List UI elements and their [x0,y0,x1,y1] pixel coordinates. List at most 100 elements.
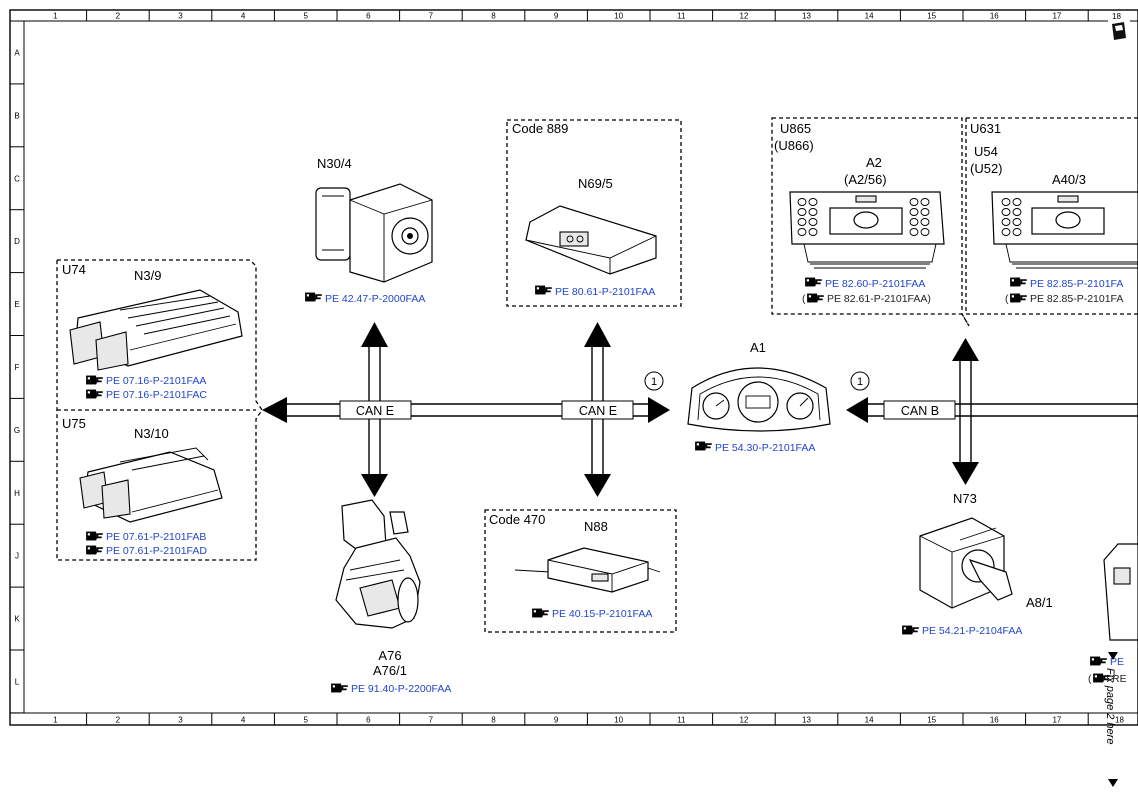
arrow-left-icon [262,397,287,423]
connection-marker: 1 [857,376,863,388]
reference-link[interactable]: PE 42.47-P-2000FAA [325,293,425,305]
component-label: N73 [953,491,977,506]
component-a76[interactable]: A76 A76/1 PE 91.40-P-2200FAA [331,499,451,695]
column-number: 13 [802,716,811,725]
arrow-right-icon [648,397,670,423]
column-number: 5 [303,12,308,21]
component-edge-partial: PE ( RE [1088,543,1138,685]
reference-link[interactable]: RE [1112,673,1127,685]
telematics-module-icon [525,205,657,275]
reference-link[interactable]: PE 07.16-P-2101FAA [106,375,206,387]
component-n88[interactable]: Code 470 N88 PE 40.15-P-2101FAA [484,509,677,633]
can-e-label: CAN E [579,404,617,418]
reference-link[interactable]: PE 54.30-P-2101FAA [715,442,815,454]
reference-link[interactable]: PE 91.40-P-2200FAA [351,683,451,695]
reference-link[interactable]: PE 80.61-P-2101FAA [555,286,655,298]
group-label-u74: U74 [62,262,86,277]
column-number: 17 [1052,716,1061,725]
arrow-down-icon [361,474,388,497]
reference-link[interactable]: PE 07.16-P-2101FAC [106,389,207,401]
reference-link[interactable]: PE 40.15-P-2101FAA [552,608,652,620]
column-number: 1 [53,716,58,725]
row-letter: D [14,237,20,246]
component-label: N3/9 [134,268,161,283]
engine-ecu-group: U74 U75 [56,259,263,561]
column-number: 6 [366,716,371,725]
column-number: 11 [677,12,686,21]
component-label: A76 [378,648,401,663]
row-letter: F [15,363,20,372]
column-number: 7 [429,716,434,725]
arrow-up-icon [952,338,979,361]
side-note-text: Fix page 2 here [1104,668,1116,744]
group-label-u866: (U866) [774,138,814,153]
radio-head-unit-icon [789,191,945,269]
component-a40-3[interactable]: U631 U54 (U52) A40/3 PE 82.85-P-2101FA (… [965,117,1138,315]
column-number: 10 [614,716,623,725]
row-letter: G [14,426,20,435]
row-letter: A [14,48,20,57]
component-label: A1 [750,340,766,355]
column-number: 2 [116,12,121,21]
column-number: 4 [241,12,246,21]
group-label-code889: Code 889 [512,121,568,136]
component-label: N69/5 [578,176,613,191]
component-a2[interactable]: U865 (U866) A2 (A2/56) PE 82.60-P-2101FA… [771,117,970,327]
component-n69-5[interactable]: Code 889 N69/5 PE 80.61-P-2101FAA [506,119,682,307]
svg-text:(: ( [1005,293,1009,305]
row-letter: K [14,615,20,624]
column-number: 9 [554,716,559,725]
group-label-u54: U54 [974,144,998,159]
reference-link[interactable]: PE 82.85-P-2101FA [1030,278,1123,290]
component-label: N3/10 [134,426,169,441]
column-number: 9 [554,12,559,21]
component-n3-10[interactable]: N3/10 PE 07.61-P-2101FAB PE 07.61-P-2101… [79,426,223,557]
component-a1[interactable]: A1 PE 54.30-P-2101FAA [687,340,831,454]
row-letter: B [14,111,19,120]
ignition-switch-icon [919,517,1013,609]
can-e-bus: CAN E CAN E 1 [262,322,670,497]
component-n30-4[interactable]: N30/4 PE 42.47-P-2000FAA [305,156,433,305]
abs-control-unit-icon [315,183,433,283]
can-b-bus: CAN B 1 [846,338,1138,485]
group-label-u75: U75 [62,416,86,431]
component-label: A2 [866,155,882,170]
arrow-down-icon [952,462,979,485]
row-letter: H [14,489,20,498]
reference-link[interactable]: PE 07.61-P-2101FAB [106,531,206,543]
component-label: A40/3 [1052,172,1086,187]
component-label-alt: A8/1 [1026,595,1053,610]
column-number: 14 [865,716,874,725]
column-number: 4 [241,716,246,725]
reference-link[interactable]: PE 82.85-P-2101FA [1030,293,1123,305]
reference-link[interactable]: PE 54.21-P-2104FAA [922,625,1022,637]
triangle-marker-icon [1108,652,1118,660]
component-n3-9[interactable]: N3/9 PE 07.16-P-2101FAA PE 07.16-P-2101F… [69,268,243,401]
column-number: 2 [116,716,121,725]
arrow-up-icon [361,322,388,347]
column-number: 15 [927,716,936,725]
row-letter: J [15,552,19,561]
corner-badge-number: 18 [1112,12,1121,21]
can-e-label: CAN E [356,404,394,418]
column-number: 16 [990,12,999,21]
component-label-alt: (A2/56) [844,172,887,187]
tire-pressure-module-icon [514,547,661,593]
group-label-u865: U865 [780,121,811,136]
column-number: 8 [491,12,496,21]
reference-link[interactable]: PE 82.60-P-2101FAA [825,278,925,290]
reference-link[interactable]: PE 07.61-P-2101FAD [106,545,207,557]
corner-badge: 18 [1108,12,1130,42]
can-b-label: CAN B [901,404,939,418]
column-number: 3 [178,12,183,21]
component-n73[interactable]: N73 A8/1 PE 54.21-P-2104FAA [902,491,1053,637]
column-number: 5 [303,716,308,725]
row-letter: E [14,300,19,309]
reference-link[interactable]: PE 82.61-P-2101FAA) [827,293,931,305]
instrument-cluster-icon [687,367,831,432]
column-number: 3 [178,716,183,725]
component-label: N30/4 [317,156,352,171]
component-label-alt: A76/1 [373,663,407,678]
